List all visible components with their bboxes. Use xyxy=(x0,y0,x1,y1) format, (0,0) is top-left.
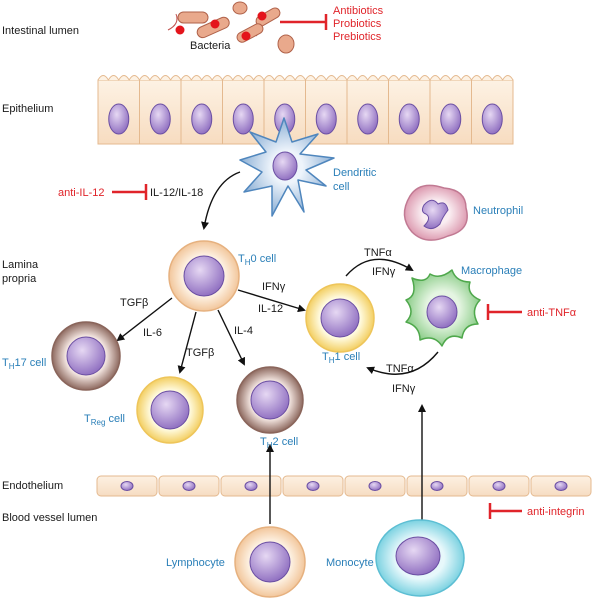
endothelial-cell xyxy=(282,475,344,497)
epithelial-cell xyxy=(180,75,223,145)
epithelial-nucleus xyxy=(232,103,254,135)
arrow-dc-to-th0 xyxy=(201,171,241,230)
th1-cell-label: TH1 cell xyxy=(322,351,360,365)
inhibitor-antibiotics xyxy=(280,14,328,30)
epithelial-nucleus xyxy=(357,103,379,135)
cytokine-tnfa-top: TNFα xyxy=(364,247,392,259)
endothelial-cell xyxy=(406,475,468,497)
th0-cell-label: TH0 cell xyxy=(238,253,276,267)
th0-cell xyxy=(168,240,240,312)
epithelial-nucleus xyxy=(191,103,213,135)
endothelium-layer xyxy=(96,475,592,497)
epithelial-cell xyxy=(305,75,348,145)
neutrophil-label: Neutrophil xyxy=(473,205,523,217)
cytokine-ifng-mid: IFNγ xyxy=(372,266,396,278)
th17-cell xyxy=(51,321,121,391)
th17-cell-label: TH17 cell xyxy=(2,357,46,371)
cytokine-il4: IL-4 xyxy=(234,325,253,337)
epithelial-cell xyxy=(97,75,140,145)
epithelial-cell xyxy=(429,75,472,145)
endothelial-cell xyxy=(468,475,530,497)
region-blood-vessel-lumen: Blood vessel lumen xyxy=(2,512,97,524)
arrow-th0-to-th17 xyxy=(116,297,173,342)
cytokine-tgfb-left: TGFβ xyxy=(120,297,148,309)
epithelial-nucleus xyxy=(440,103,462,135)
monocyte xyxy=(375,519,465,597)
th2-cell xyxy=(236,366,304,434)
cytokine-ifng-top: IFNγ xyxy=(262,281,286,293)
arrow-th0-to-th2 xyxy=(217,309,246,366)
epithelial-nucleus xyxy=(108,103,130,135)
endothelial-cell xyxy=(530,475,592,497)
region-epithelium: Epithelium xyxy=(2,103,53,115)
region-endothelium: Endothelium xyxy=(2,480,63,492)
epithelial-cell xyxy=(471,75,514,145)
therapy-anti-tnfa: anti-TNFα xyxy=(527,307,577,319)
macrophage-label: Macrophage xyxy=(461,265,522,277)
bacterium-icon xyxy=(236,23,264,43)
therapy-anti-integrin: anti-integrin xyxy=(527,506,584,518)
cytokine-il12: IL-12 xyxy=(258,303,283,315)
epithelium-layer xyxy=(97,75,514,145)
epithelial-cell xyxy=(222,75,265,145)
cytokine-ifng-bottom: IFNγ xyxy=(392,383,416,395)
region-lamina-propria-line2: propria xyxy=(2,273,37,285)
therapy-anti-il12: anti-IL-12 xyxy=(58,187,104,199)
cytokine-il6: IL-6 xyxy=(143,327,162,339)
therapy-prebiotics: Prebiotics xyxy=(333,31,382,43)
dendritic-cell-label-line2: cell xyxy=(333,181,350,193)
epithelial-nucleus xyxy=(149,103,171,135)
th2-cell-label: TH2 cell xyxy=(260,436,298,450)
dendritic-cell xyxy=(239,117,335,217)
epithelial-nucleus xyxy=(315,103,337,135)
bacteria-group: Bacteria xyxy=(167,1,295,54)
lymphocyte-label: Lymphocyte xyxy=(166,557,225,569)
endothelial-cell xyxy=(96,475,158,497)
bacteria-label: Bacteria xyxy=(190,40,231,52)
treg-cell-label: TReg cell xyxy=(84,413,125,427)
arrow-th0-to-treg xyxy=(177,311,197,374)
cytokine-tnfa-bottom: TNFα xyxy=(386,363,414,375)
bacterium-icon xyxy=(196,16,230,39)
therapy-antibiotics: Antibiotics xyxy=(333,5,384,17)
region-intestinal-lumen: Intestinal lumen xyxy=(2,25,79,37)
bacterium-icon xyxy=(232,1,248,15)
neutrophil xyxy=(403,184,468,241)
arrow-th0-to-th1 xyxy=(237,289,306,313)
endothelial-cell xyxy=(158,475,220,497)
cytokine-il12-il18: IL-12/IL-18 xyxy=(150,187,203,199)
endothelial-cell xyxy=(220,475,282,497)
epithelial-cell xyxy=(263,75,306,145)
epithelial-cell xyxy=(388,75,431,145)
arrow-th1-to-macrophage xyxy=(345,258,414,277)
cytokine-tgfb-bottom: TGFβ xyxy=(186,347,214,359)
epithelial-nucleus xyxy=(398,103,420,135)
inhibitor-anti-il12 xyxy=(112,184,148,200)
inhibitor-anti-integrin xyxy=(488,503,522,519)
monocyte-label: Monocyte xyxy=(326,557,374,569)
inhibitor-anti-tnfa xyxy=(486,304,522,320)
arrow-macrophage-to-th1 xyxy=(366,351,439,375)
lymphocyte xyxy=(234,526,306,598)
region-lamina-propria-line1: Lamina xyxy=(2,259,39,271)
epithelial-cell xyxy=(346,75,389,145)
th1-cell xyxy=(305,283,375,353)
endothelial-cell xyxy=(344,475,406,497)
bacterium-icon xyxy=(167,11,209,35)
dendritic-cell-label-line1: Dendritic xyxy=(333,167,377,179)
epithelial-nucleus xyxy=(481,103,503,135)
epithelial-cell xyxy=(139,75,182,145)
bacterium-icon xyxy=(277,34,295,54)
therapy-probiotics: Probiotics xyxy=(333,18,382,30)
macrophage xyxy=(405,269,481,347)
treg-cell xyxy=(136,376,204,444)
